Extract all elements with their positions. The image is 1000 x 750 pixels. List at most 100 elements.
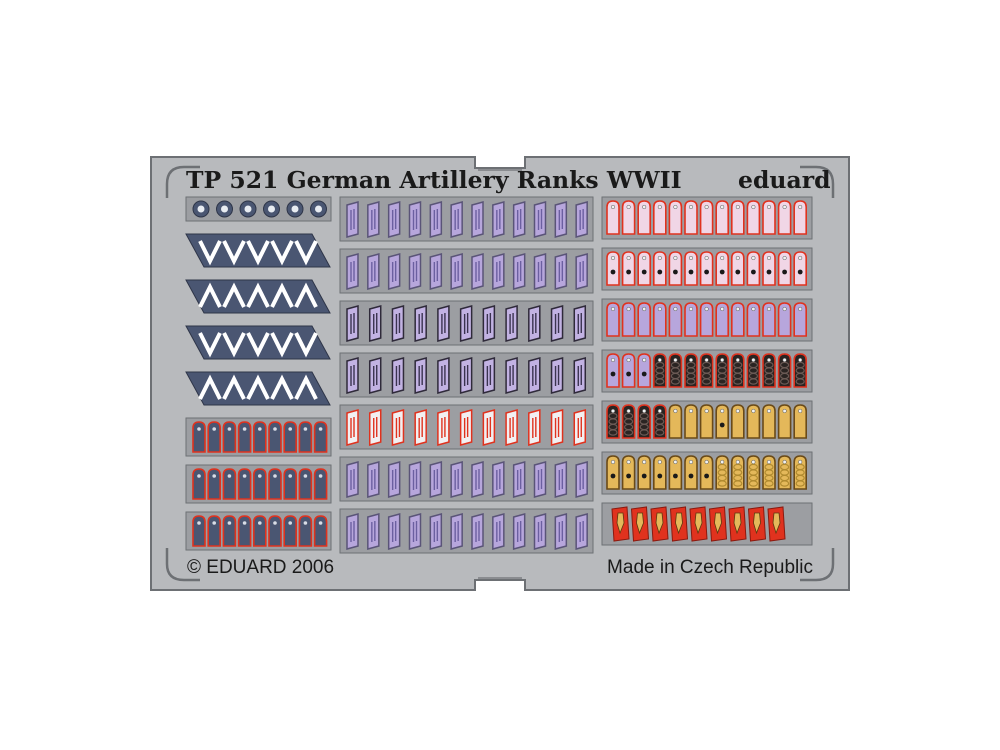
braid-loop: [795, 378, 805, 385]
strap-button-hole: [288, 427, 293, 431]
collar-tab: [573, 305, 587, 342]
rank-pip: [673, 269, 678, 275]
collar-tab: [554, 513, 568, 550]
braid-loop: [623, 429, 634, 436]
shoulder-strap: [253, 468, 267, 500]
collar-tab: [512, 461, 526, 498]
collar-tab: [533, 461, 547, 498]
disc-hole: [315, 205, 322, 213]
rank-pip: [626, 473, 631, 479]
collar-tab: [414, 305, 427, 342]
shoulder-board: [606, 251, 620, 286]
rank-pip: [782, 269, 787, 275]
board-button-hole: [798, 408, 803, 414]
board-button-hole: [688, 357, 694, 363]
chevron-strip-panel: [185, 279, 331, 314]
chevron: [246, 282, 270, 308]
strap-button-hole: [303, 521, 308, 525]
board-button-hole: [720, 357, 725, 363]
collar-tab: [368, 409, 382, 446]
collar-tab: [387, 201, 401, 238]
collar-tab: [387, 253, 401, 290]
board-button-hole: [704, 357, 709, 363]
strap-button-hole: [258, 521, 262, 525]
board-button-hole: [642, 459, 647, 465]
rank-pip: [719, 422, 725, 428]
braid-loop: [717, 480, 727, 487]
rank-pip: [641, 473, 647, 479]
chevron: [294, 282, 318, 308]
shoulder-board: [606, 404, 620, 439]
collar-tab: [346, 409, 359, 446]
disc-strip-panel: [185, 196, 332, 222]
collar-tab: [367, 513, 380, 550]
shoulder-board: [731, 251, 745, 286]
shoulder-board: [746, 404, 761, 439]
shoulder-strap: [192, 421, 206, 453]
rank-pip: [610, 371, 616, 377]
corner-line-br: [800, 548, 835, 582]
strap-button-hole: [227, 474, 232, 478]
collar-tab: [367, 461, 380, 498]
shoulder-board: [793, 200, 807, 235]
rank-pip: [766, 269, 772, 275]
chevron: [198, 332, 222, 358]
shoulder-strap: [222, 421, 237, 453]
rank-pip: [610, 473, 616, 479]
board-button-hole: [626, 357, 631, 363]
shoulder-board: [715, 251, 729, 286]
chevron: [198, 240, 222, 266]
board-button-hole: [704, 408, 709, 414]
strap-button-hole: [318, 521, 323, 525]
shoulder-board: [731, 302, 745, 337]
shoulder-board: [668, 404, 683, 439]
collar-tab: [408, 201, 422, 238]
board-button-hole: [735, 408, 740, 414]
braid-loop: [733, 378, 743, 385]
shoulder-board: [715, 404, 729, 439]
board-button-hole: [642, 408, 647, 414]
shoulder-strap: [298, 421, 313, 453]
shoulder-strap: [268, 468, 282, 500]
board-button-hole: [735, 204, 740, 210]
collar-tab: [533, 253, 547, 290]
collar-tab: [492, 201, 505, 238]
fret-title: TP 521 German Artillery Ranks WWII: [186, 166, 682, 194]
chevron-strip-panel: [185, 371, 331, 406]
collar-tab: [450, 461, 463, 498]
copyright-text: © EDUARD 2006: [187, 557, 334, 578]
collar-tab: [414, 357, 427, 394]
braid-loop: [748, 480, 759, 487]
strap-button-hole: [258, 474, 262, 478]
shoulder-board: [684, 404, 698, 439]
board-button-hole: [798, 255, 803, 261]
braid-loop: [655, 429, 665, 436]
shoulder-board: [777, 302, 792, 337]
shoulder-board: [668, 455, 683, 490]
collar-tab: [512, 201, 526, 238]
board-button-hole: [704, 204, 709, 210]
board-button-hole: [642, 357, 647, 363]
shoulder-strap: [313, 468, 328, 500]
shoulder-board: [699, 200, 714, 235]
strap-button-hole: [197, 521, 201, 525]
shoulder-strap: [222, 515, 237, 547]
board-button-hole: [798, 306, 803, 312]
chevron: [222, 282, 246, 308]
collar-tab: [391, 409, 405, 446]
shoulder-board: [762, 455, 776, 490]
gold-emblem: [753, 512, 761, 535]
chevron: [222, 374, 246, 400]
shoulder-board: [746, 302, 761, 337]
collar-tab: [414, 409, 427, 446]
board-button-hole: [704, 306, 709, 312]
collar-tab: [367, 201, 380, 238]
collar-tab: [429, 253, 443, 290]
collar-tab-row-panel: [339, 456, 594, 502]
shoulder-board-row: [601, 502, 813, 546]
shoulder-strap: [253, 515, 267, 547]
shoulder-board: [793, 302, 807, 337]
collar-tab: [554, 201, 568, 238]
gold-emblem: [714, 512, 722, 535]
strap-button-hole: [303, 474, 308, 478]
